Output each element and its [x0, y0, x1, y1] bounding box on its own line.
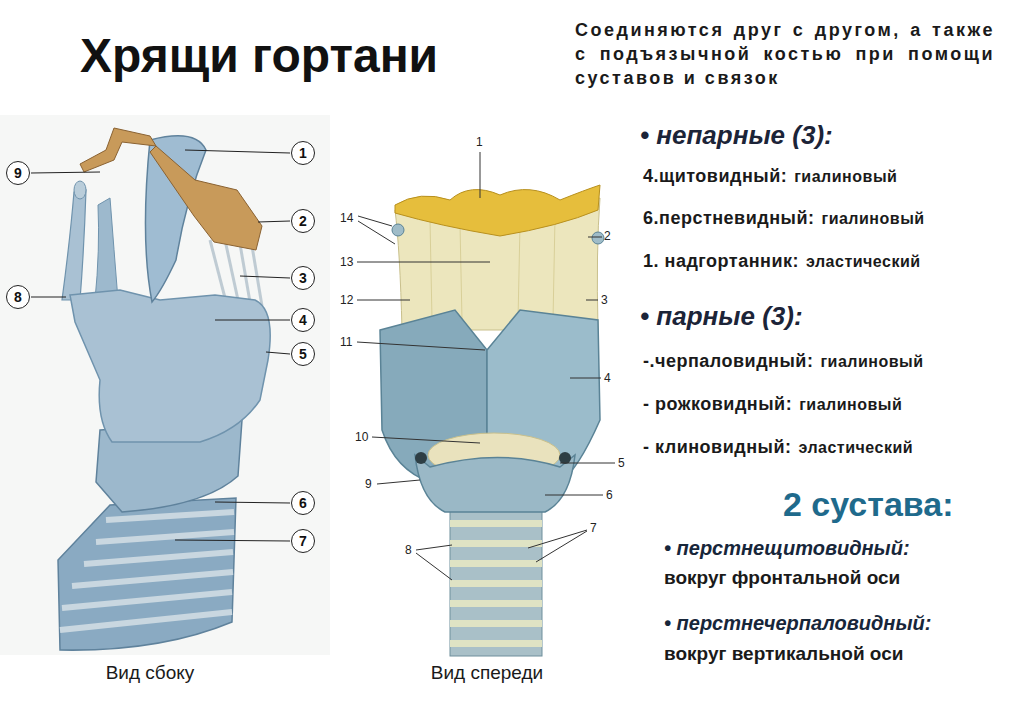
cartilage-name: 4.щитовидный: [643, 166, 787, 186]
leader-lines [357, 152, 615, 580]
list-row: - рожковидный: гиалиновый [643, 394, 902, 415]
callout-number: 4 [299, 313, 307, 327]
part-number: 2 [604, 229, 611, 243]
figure-ground [0, 115, 330, 655]
callout-number: 6 [299, 496, 307, 510]
part-number: 11 [340, 335, 352, 349]
intro-note: Соединяются друг с другом, а также с под… [575, 18, 995, 90]
axis-note: вокруг вертикальной оси [664, 643, 903, 665]
callout-number: 3 [299, 271, 307, 285]
list-row: -.черпаловидный: гиалиновый [643, 351, 924, 372]
list-row: - клиновидный: эластический [643, 437, 913, 458]
callout-circle: 2 [291, 209, 315, 233]
tissue-type: гиалиновый [794, 168, 897, 185]
tissue-type: эластический [806, 253, 921, 270]
tissue-type: гиалиновый [799, 396, 902, 413]
cartilage-name: - клиновидный: [643, 437, 791, 457]
cartilage-name: - рожковидный: [643, 394, 792, 414]
joint-name: • перстнечерпаловидный: [664, 612, 931, 635]
joint-name: • перстнещитовидный: [664, 537, 910, 560]
list-row: 4.щитовидный: гиалиновый [643, 166, 897, 187]
part-number: 6 [606, 488, 613, 502]
view-caption: Вид сбоку [106, 662, 195, 684]
callout-number: 7 [299, 534, 307, 548]
tissue-type: гиалиновый [820, 353, 923, 370]
list-row: 6.перстневидный: гиалиновый [643, 208, 925, 229]
side-view [58, 128, 270, 650]
part-number: 1 [476, 135, 483, 149]
callout-circle: 1 [291, 141, 315, 165]
part-number: 12 [340, 293, 353, 307]
part-number: 7 [590, 521, 597, 535]
part-number: 13 [340, 255, 353, 269]
tissue-type: гиалиновый [821, 210, 924, 227]
front-view [380, 185, 604, 656]
callout-number: 8 [14, 290, 22, 304]
callout-number: 5 [299, 347, 307, 361]
part-number: 3 [601, 293, 608, 307]
leader-lines [31, 150, 290, 541]
callout-circle: 5 [291, 342, 315, 366]
tissue-type: эластический [798, 439, 913, 456]
callout-circle: 3 [291, 266, 315, 290]
part-number: 8 [405, 543, 412, 557]
diagram-title: Хрящи гортани [80, 28, 438, 83]
cartilage-name: 1. надгортанник: [643, 251, 799, 271]
view-caption: Вид спереди [431, 662, 543, 684]
cartilage-name: -.черпаловидный: [643, 351, 813, 371]
part-number: 5 [618, 456, 625, 470]
part-number: 10 [355, 430, 368, 444]
callout-number: 2 [299, 214, 307, 228]
axis-note: вокруг фронтальной оси [664, 567, 900, 589]
cartilage-name: 6.перстневидный: [643, 208, 814, 228]
callout-circle: 8 [6, 285, 30, 309]
callout-circle: 7 [291, 529, 315, 553]
callout-circle: 9 [6, 161, 30, 185]
part-number: 14 [340, 211, 353, 225]
list-row: 1. надгортанник: эластический [643, 251, 921, 272]
group-heading: • парные (3): [640, 301, 803, 332]
callout-number: 9 [14, 166, 22, 180]
part-number: 4 [604, 371, 611, 385]
callout-circle: 6 [291, 491, 315, 515]
joints-heading: 2 сустава: [783, 485, 953, 524]
callout-circle: 4 [291, 308, 315, 332]
group-heading: • непарные (3): [640, 120, 833, 151]
part-number: 9 [365, 477, 372, 491]
callout-number: 1 [299, 146, 307, 160]
